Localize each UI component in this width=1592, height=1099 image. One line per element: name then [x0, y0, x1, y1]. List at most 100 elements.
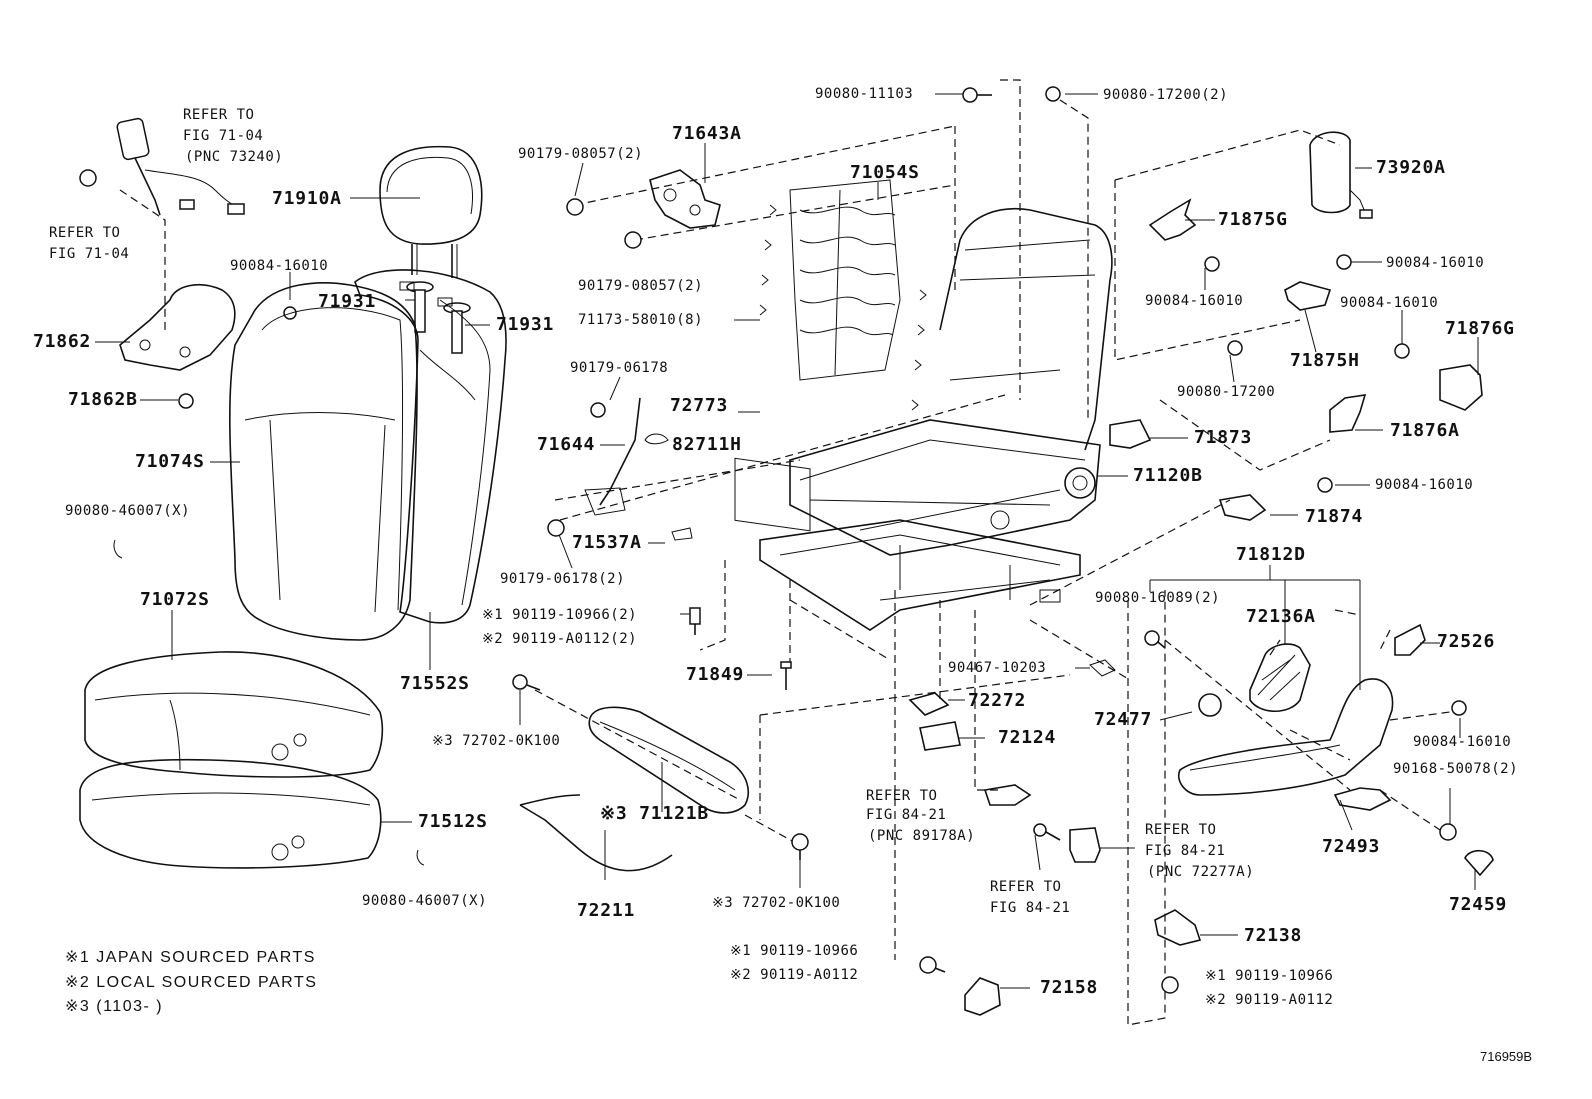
part-label-90080-17200: 90080-17200 — [1177, 384, 1276, 400]
part-label-71512s: 71512S — [418, 811, 488, 832]
part-label-90084-16010: 90084-16010 — [230, 258, 329, 274]
part-label-72493: 72493 — [1322, 836, 1381, 857]
seatbelt-buckle — [79, 117, 245, 216]
part-label-90080-17200: 90080-17200(2) — [1103, 87, 1229, 103]
brackets — [1109, 198, 1483, 521]
part-label-71074s: 71074S — [135, 451, 205, 472]
part-label-72459: 72459 — [1449, 894, 1508, 915]
refer-to-fig: FIG 71-04 — [49, 246, 130, 262]
part-label-71072s: 71072S — [140, 589, 210, 610]
part-label-90119-a0112: ※2 90119-A0112 — [1205, 992, 1334, 1008]
refer-to-fig: FIG 84-21 — [990, 900, 1071, 916]
part-label-90084-16010: 90084-16010 — [1145, 293, 1244, 309]
part-label-90084-16010: 90084-16010 — [1375, 477, 1474, 493]
part-label-90080-46007: 90080-46007(X) — [65, 503, 191, 519]
refer-to-pnc: (PNC 73240) — [185, 149, 284, 165]
part-label-72124: 72124 — [998, 727, 1057, 748]
part-label-72136a: 72136A — [1246, 606, 1316, 627]
part-label-72211: 72211 — [577, 900, 636, 921]
refer-to-label: REFER TO — [1145, 822, 1217, 838]
part-label-71876g: 71876G — [1445, 318, 1515, 339]
part-label-71874: 71874 — [1305, 506, 1364, 527]
bolts — [512, 86, 1467, 994]
refer-to-label: REFER TO — [183, 107, 255, 123]
part-label-90179-08057: 90179-08057(2) — [518, 146, 644, 162]
part-label-90084-16010: 90084-16010 — [1340, 295, 1439, 311]
refer-to-fig: FIG 71-04 — [183, 128, 264, 144]
part-label-71862b: 71862B — [68, 389, 138, 410]
legend-note-japan-sourced: ※1 JAPAN SOURCED PARTS — [65, 949, 316, 966]
recliner-bracket — [566, 169, 721, 249]
part-label-90119-10966: ※1 90119-10966(2) — [482, 607, 638, 623]
part-label-90084-16010: 90084-16010 — [1386, 255, 1485, 271]
refer-to-pnc: (PNC 72277A) — [1147, 864, 1255, 880]
side-airbag — [1309, 131, 1373, 219]
legend-note-date-range: ※3 (1103- ) — [65, 998, 164, 1015]
side-shield — [1178, 623, 1494, 877]
part-label-71537a: 71537A — [572, 532, 642, 553]
seatback-spring — [759, 179, 927, 411]
part-label-73920a: 73920A — [1376, 157, 1446, 178]
part-label-71931-right: 71931 — [496, 314, 555, 335]
part-label-71173-58010: 71173-58010(8) — [578, 312, 704, 328]
legend-note-local-sourced: ※2 LOCAL SOURCED PARTS — [65, 974, 318, 991]
side-cover — [119, 284, 297, 409]
part-label-72477: 72477 — [1094, 709, 1153, 730]
part-label-82711h: 82711H — [672, 434, 742, 455]
refer-to-fig: FIG 84-21 — [1145, 843, 1226, 859]
part-label-71875h: 71875H — [1290, 350, 1360, 371]
refer-to-label: REFER TO — [866, 788, 938, 804]
seat-cushion-cover — [84, 651, 384, 778]
part-label-90080-16089: 90080-16089(2) — [1095, 590, 1221, 606]
part-label-71644: 71644 — [537, 434, 596, 455]
part-label-90119-a0112: ※2 90119-A0112(2) — [482, 631, 638, 647]
pad-plate — [734, 457, 811, 532]
part-label-90179-06178: 90179-06178 — [570, 360, 669, 376]
part-label-90084-16010: 90084-16010 — [1413, 734, 1512, 750]
part-label-71120b: 71120B — [1133, 465, 1203, 486]
refer-to-fig: FIG 84-21 — [866, 807, 947, 823]
refer-to-label: REFER TO — [990, 879, 1062, 895]
part-label-72773: 72773 — [670, 395, 729, 416]
part-label-72272: 72272 — [968, 690, 1027, 711]
part-label-71849: 71849 — [686, 664, 745, 685]
part-label-71643a: 71643A — [672, 123, 742, 144]
leader-lines — [95, 93, 1479, 989]
refer-to-pnc: (PNC 89178A) — [868, 828, 976, 844]
part-label-72526: 72526 — [1437, 631, 1496, 652]
part-label-72702-0k100: ※3 72702-0K100 — [432, 733, 561, 749]
part-label-90119-10966: ※1 90119-10966 — [730, 943, 859, 959]
part-label-90179-06178: 90179-06178(2) — [500, 571, 626, 587]
part-label-90168-50078: 90168-50078(2) — [1393, 761, 1519, 777]
part-label-72138: 72138 — [1244, 925, 1303, 946]
refer-to-label: REFER TO — [49, 225, 121, 241]
part-label-90119-a0112: ※2 90119-A0112 — [730, 967, 859, 983]
headrest-drawing — [379, 145, 483, 278]
part-label-90080-11103: 90080-11103 — [815, 86, 914, 102]
switches — [908, 659, 1202, 1016]
seat-cushion-pad — [79, 758, 382, 869]
part-label-90119-10966: ※1 90119-10966 — [1205, 968, 1334, 984]
release-cable — [547, 397, 693, 541]
part-label-71121b: ※3 71121B — [600, 803, 709, 824]
part-label-71552s: 71552S — [400, 673, 470, 694]
part-label-71931-left: 71931 — [318, 291, 377, 312]
part-label-72702-0k100: ※3 72702-0K100 — [712, 895, 841, 911]
seatback-cover — [229, 282, 418, 641]
part-label-90179-08057: 90179-08057(2) — [578, 278, 704, 294]
diagram-code: 716959B — [1480, 1049, 1533, 1064]
part-label-71875g: 71875G — [1218, 209, 1288, 230]
part-label-71873: 71873 — [1194, 427, 1253, 448]
armrest — [519, 706, 749, 872]
seat-frame — [759, 208, 1113, 631]
seatback-pad — [354, 269, 507, 624]
part-label-72158: 72158 — [1040, 977, 1099, 998]
part-label-90080-46007: 90080-46007(X) — [362, 893, 488, 909]
part-label-71876a: 71876A — [1390, 420, 1460, 441]
part-label-90467-10203: 90467-10203 — [948, 660, 1047, 676]
part-label-71054s: 71054S — [850, 162, 920, 183]
part-label-71862: 71862 — [33, 331, 92, 352]
clips — [113, 539, 425, 866]
